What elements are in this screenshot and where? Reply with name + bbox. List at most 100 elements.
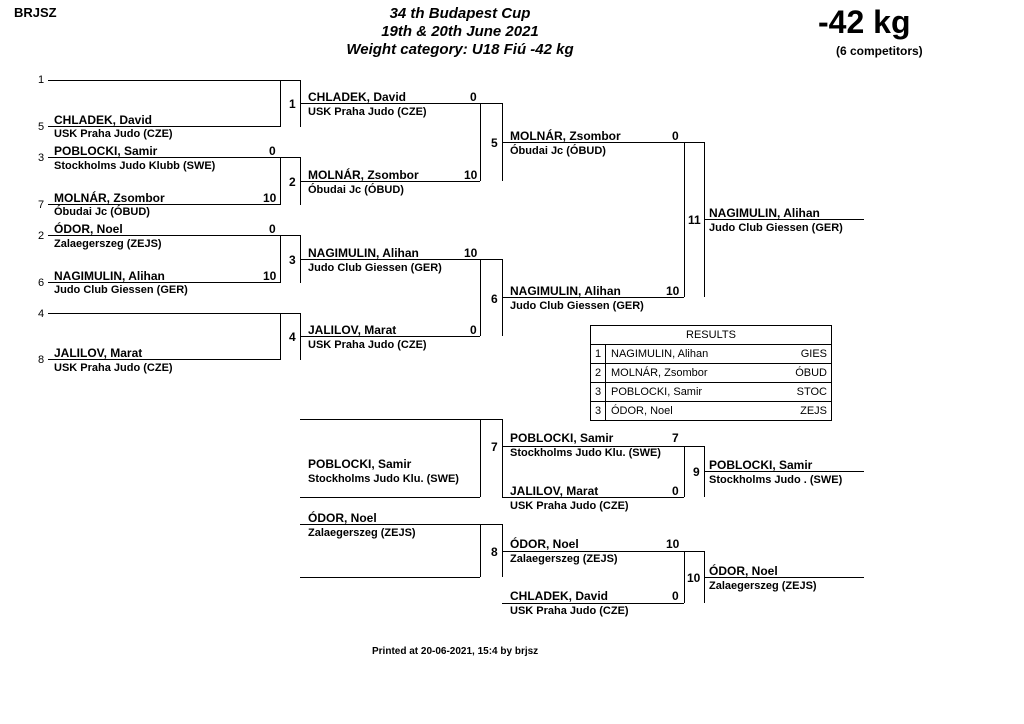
results-row: 3 ÓDOR, Noel ZEJS — [591, 402, 831, 420]
competitor-name: CHLADEK, David — [510, 589, 609, 603]
match-box-top — [480, 524, 502, 525]
event-title-line: 34 th Budapest Cup — [389, 5, 531, 22]
match-number: 4 — [289, 330, 296, 344]
match-number: 11 — [688, 213, 701, 227]
competitor-score: 10 — [464, 246, 478, 260]
competitor-score: 10 — [666, 284, 680, 298]
bracket-line — [502, 142, 684, 143]
match-box-left — [684, 446, 685, 497]
result-name: POBLOCKI, Samir — [611, 386, 703, 398]
bracket-line — [502, 603, 684, 604]
competitor-name: CHLADEK, David — [308, 90, 407, 104]
bracket-line — [300, 181, 480, 182]
match-number: 1 — [289, 97, 296, 111]
competitor-name: NAGIMULIN, Alihan — [308, 246, 419, 260]
bracket-line — [48, 282, 280, 283]
competitor-club: Óbudai Jc (ÓBUD) — [54, 206, 150, 218]
seed-number: 3 — [38, 152, 45, 164]
print-footer: Printed at 20-06-2021, 15:4 by brjsz — [372, 646, 539, 657]
match-box-right — [502, 419, 503, 497]
winner-club: Judo Club Giessen (GER) — [709, 222, 843, 234]
match-box-left — [684, 142, 685, 297]
match-box-top — [480, 259, 502, 260]
match-box-top — [280, 157, 300, 158]
competitor-club: Stockholms Judo Klu. (SWE) — [510, 447, 661, 459]
competitor-score: 0 — [672, 484, 679, 498]
bracket-line — [300, 336, 480, 337]
competitor-name: CHLADEK, David — [54, 113, 153, 127]
bracket-line — [48, 235, 280, 236]
match-box-left — [280, 313, 281, 360]
bracket-line — [502, 551, 684, 552]
bracket-line — [48, 80, 280, 81]
bronze-winner-club: Stockholms Judo . (SWE) — [709, 474, 843, 486]
match-box-left — [480, 259, 481, 336]
match-number: 3 — [289, 253, 296, 267]
weight-category-heading: -42 kg — [818, 4, 911, 40]
seed-number: 5 — [38, 121, 45, 133]
match-box-right — [502, 524, 503, 577]
match-number: 2 — [289, 175, 296, 189]
competitor-score: 0 — [470, 323, 477, 337]
seed-number: 2 — [38, 230, 45, 242]
result-club: STOC — [796, 386, 827, 398]
bracket-line — [48, 204, 280, 205]
organization-label: BRJSZ — [14, 5, 57, 20]
bracket-line — [48, 126, 280, 127]
seed-number: 4 — [38, 308, 45, 320]
results-table: RESULTS 1 NAGIMULIN, Alihan GIES 2 MOLNÁ… — [590, 325, 832, 421]
competitor-score: 0 — [269, 222, 276, 236]
result-place: 3 — [591, 383, 606, 401]
competitor-club: Judo Club Giessen (GER) — [54, 284, 188, 296]
competitor-name: JALILOV, Marat — [54, 346, 143, 360]
match-number: 6 — [491, 292, 498, 306]
event-dates: 19th & 20th June 2021 — [381, 23, 539, 40]
match-box-top — [684, 446, 704, 447]
bracket-line — [48, 359, 280, 360]
bracket-line — [704, 219, 864, 220]
match-box-left — [280, 80, 281, 127]
competitor-name: MOLNÁR, Zsombor — [308, 168, 419, 182]
result-place: 2 — [591, 364, 606, 382]
match-number: 5 — [491, 136, 498, 150]
competitor-club: USK Praha Judo (CZE) — [54, 362, 173, 374]
bracket-line — [300, 419, 480, 420]
match-number: 9 — [693, 465, 700, 479]
results-row: 3 POBLOCKI, Samir STOC — [591, 383, 831, 402]
competitor-club: Óbudai Jc (ÓBUD) — [308, 184, 404, 196]
competitor-club: Stockholms Judo Klubb (SWE) — [54, 160, 216, 172]
competitor-name: NAGIMULIN, Alihan — [54, 269, 165, 283]
bronze-winner-name: ÓDOR, Noel — [709, 564, 778, 578]
result-club: ÓBUD — [795, 367, 827, 379]
match-box-left — [480, 419, 481, 497]
result-place: 1 — [591, 345, 606, 363]
seed-number: 8 — [38, 354, 45, 366]
bracket-line — [48, 313, 280, 314]
result-name: NAGIMULIN, Alihan — [611, 348, 709, 360]
competitor-name: ÓDOR, Noel — [308, 511, 377, 525]
competitor-name: POBLOCKI, Samir — [308, 457, 412, 471]
competitor-score: 10 — [666, 537, 680, 551]
competitor-score: 0 — [269, 144, 276, 158]
competitor-club: Judo Club Giessen (GER) — [510, 300, 644, 312]
event-title: 34 th Budapest Cup 19th & 20th June 2021… — [300, 5, 620, 59]
seed-number: 7 — [38, 199, 45, 211]
competitor-name: POBLOCKI, Samir — [510, 431, 614, 445]
bracket-line — [704, 577, 864, 578]
competitor-name: ÓDOR, Noel — [510, 537, 579, 551]
competitor-score: 10 — [464, 168, 478, 182]
result-name: MOLNÁR, Zsombor — [611, 367, 708, 379]
results-row: 1 NAGIMULIN, Alihan GIES — [591, 345, 831, 364]
competitor-score: 0 — [470, 90, 477, 104]
event-weight-category: Weight category: U18 Fiú -42 kg — [346, 41, 574, 58]
competitor-score: 10 — [263, 269, 277, 283]
competitor-name: NAGIMULIN, Alihan — [510, 284, 621, 298]
competitor-club: USK Praha Judo (CZE) — [54, 128, 173, 140]
match-box-left — [280, 235, 281, 283]
competitor-club: USK Praha Judo (CZE) — [308, 339, 427, 351]
bronze-winner-club: Zalaegerszeg (ZEJS) — [709, 580, 817, 592]
match-box-left — [684, 551, 685, 603]
competitor-club: USK Praha Judo (CZE) — [308, 106, 427, 118]
bracket-line — [300, 524, 480, 525]
bracket-line — [300, 259, 480, 260]
